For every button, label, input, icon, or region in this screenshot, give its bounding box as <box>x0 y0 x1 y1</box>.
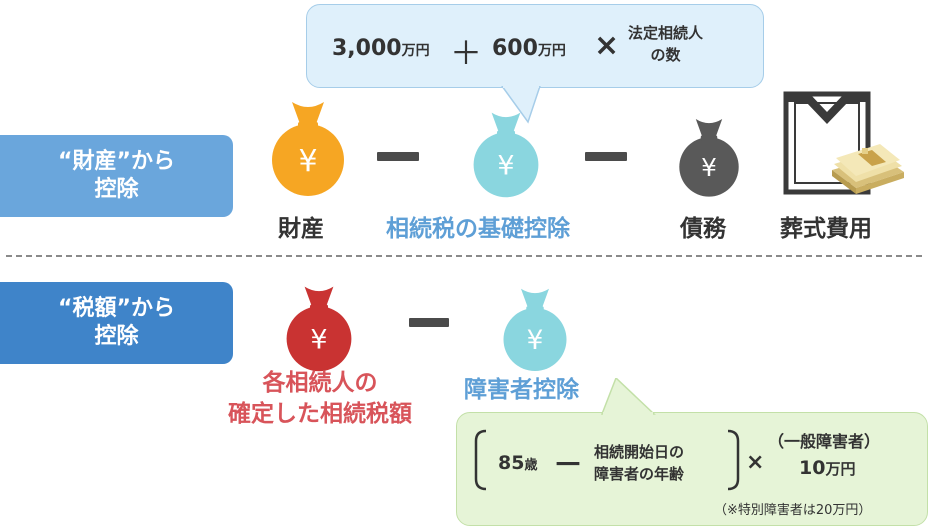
minus-sign-1 <box>377 152 419 161</box>
svg-text:¥: ¥ <box>527 326 544 356</box>
minus-sign-3 <box>409 318 449 327</box>
section-divider <box>6 255 922 257</box>
svg-text:¥: ¥ <box>310 325 327 356</box>
property-label-line2: 控除 <box>94 177 139 202</box>
money-bag-icon-disability: ¥ <box>503 288 567 371</box>
money-bag-icon-assets: ¥ <box>272 102 344 196</box>
funeral-portrait-icon <box>783 91 904 195</box>
bubble-tail-bottom <box>600 378 656 417</box>
bubble-tail-top <box>501 86 541 124</box>
minus-sign-2 <box>585 152 627 161</box>
basic-deduction-formula-bubble <box>306 4 764 88</box>
amount-10-man: 10万円 <box>799 457 856 479</box>
svg-text:¥: ¥ <box>497 151 514 182</box>
age-85: 85歳 <box>498 452 538 474</box>
tax-label-line2: 控除 <box>94 324 139 349</box>
money-bundle-icon <box>832 144 904 194</box>
formula-amount-600: 600万円 <box>492 36 566 61</box>
label-disability-deduction: 障害者控除 <box>464 377 579 403</box>
svg-text:¥: ¥ <box>701 153 717 182</box>
formula-amount-3000: 3,000万円 <box>332 36 430 61</box>
bracket-parentheses <box>474 429 740 491</box>
tax-deduction-label: “税額”から 控除 <box>0 282 233 364</box>
age-at-inheritance: 相続開始日の 障害者の年齢 <box>594 443 685 483</box>
money-bag-icon-heir-tax: ¥ <box>286 286 352 372</box>
label-assets: 財産 <box>278 216 324 242</box>
label-basic-deduction: 相続税の基礎控除 <box>386 216 570 242</box>
times-sign-top: × <box>594 28 620 63</box>
label-heir-confirmed-tax: 各相続人の 確定した相続税額 <box>228 370 412 427</box>
property-deduction-label: “財産”から 控除 <box>0 135 233 217</box>
money-bag-icon-basic-deduction: ¥ <box>473 112 539 198</box>
label-funeral-expenses: 葬式費用 <box>780 216 872 242</box>
disability-formula-bubble <box>456 412 928 526</box>
money-bag-icon-debts: ¥ <box>679 119 739 197</box>
minus-sign-formula: － <box>553 448 583 483</box>
legal-heirs-count: 法定相続人 の数 <box>628 24 704 64</box>
svg-text:¥: ¥ <box>298 144 317 179</box>
general-disability-label: （一般障害者） <box>768 432 881 451</box>
label-debts: 債務 <box>680 216 726 242</box>
special-disability-note: （※特別障害者は20万円） <box>714 503 872 518</box>
times-sign-bottom: × <box>746 450 765 475</box>
plus-sign: ＋ <box>450 34 483 72</box>
tax-label-line1: “税額”から <box>58 296 175 321</box>
property-label-line1: “財産”から <box>58 149 175 174</box>
